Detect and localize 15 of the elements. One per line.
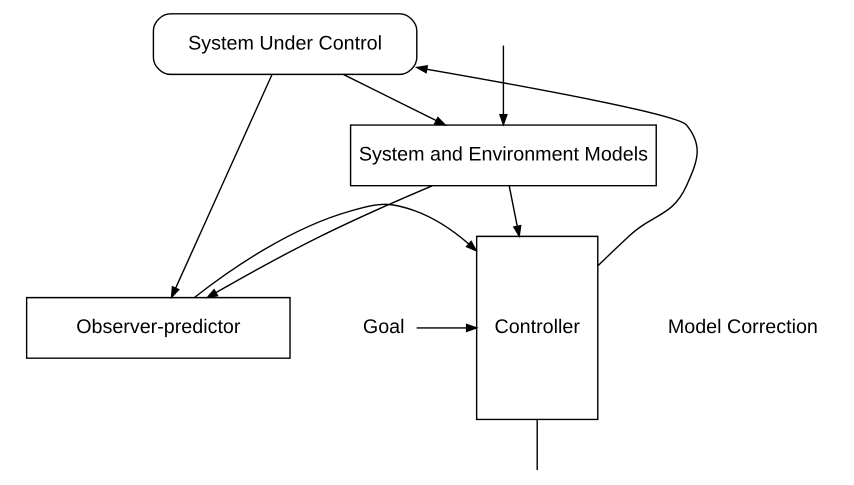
node-box: System and Environment Models	[350, 124, 657, 186]
node-box: Controller	[476, 236, 598, 420]
arrow	[170, 74, 273, 300]
arrow	[194, 204, 478, 298]
arrow	[343, 74, 448, 126]
arrow	[508, 186, 522, 238]
arrow	[414, 64, 698, 266]
label: Model Correction	[668, 316, 818, 338]
node-text: Goal	[362, 316, 404, 338]
connector	[536, 420, 538, 470]
node-box: System Under Control	[152, 13, 418, 76]
node-box: Observer-predictor	[26, 296, 291, 359]
arrow	[416, 323, 479, 332]
arrow	[205, 185, 433, 299]
arrow	[498, 46, 508, 127]
